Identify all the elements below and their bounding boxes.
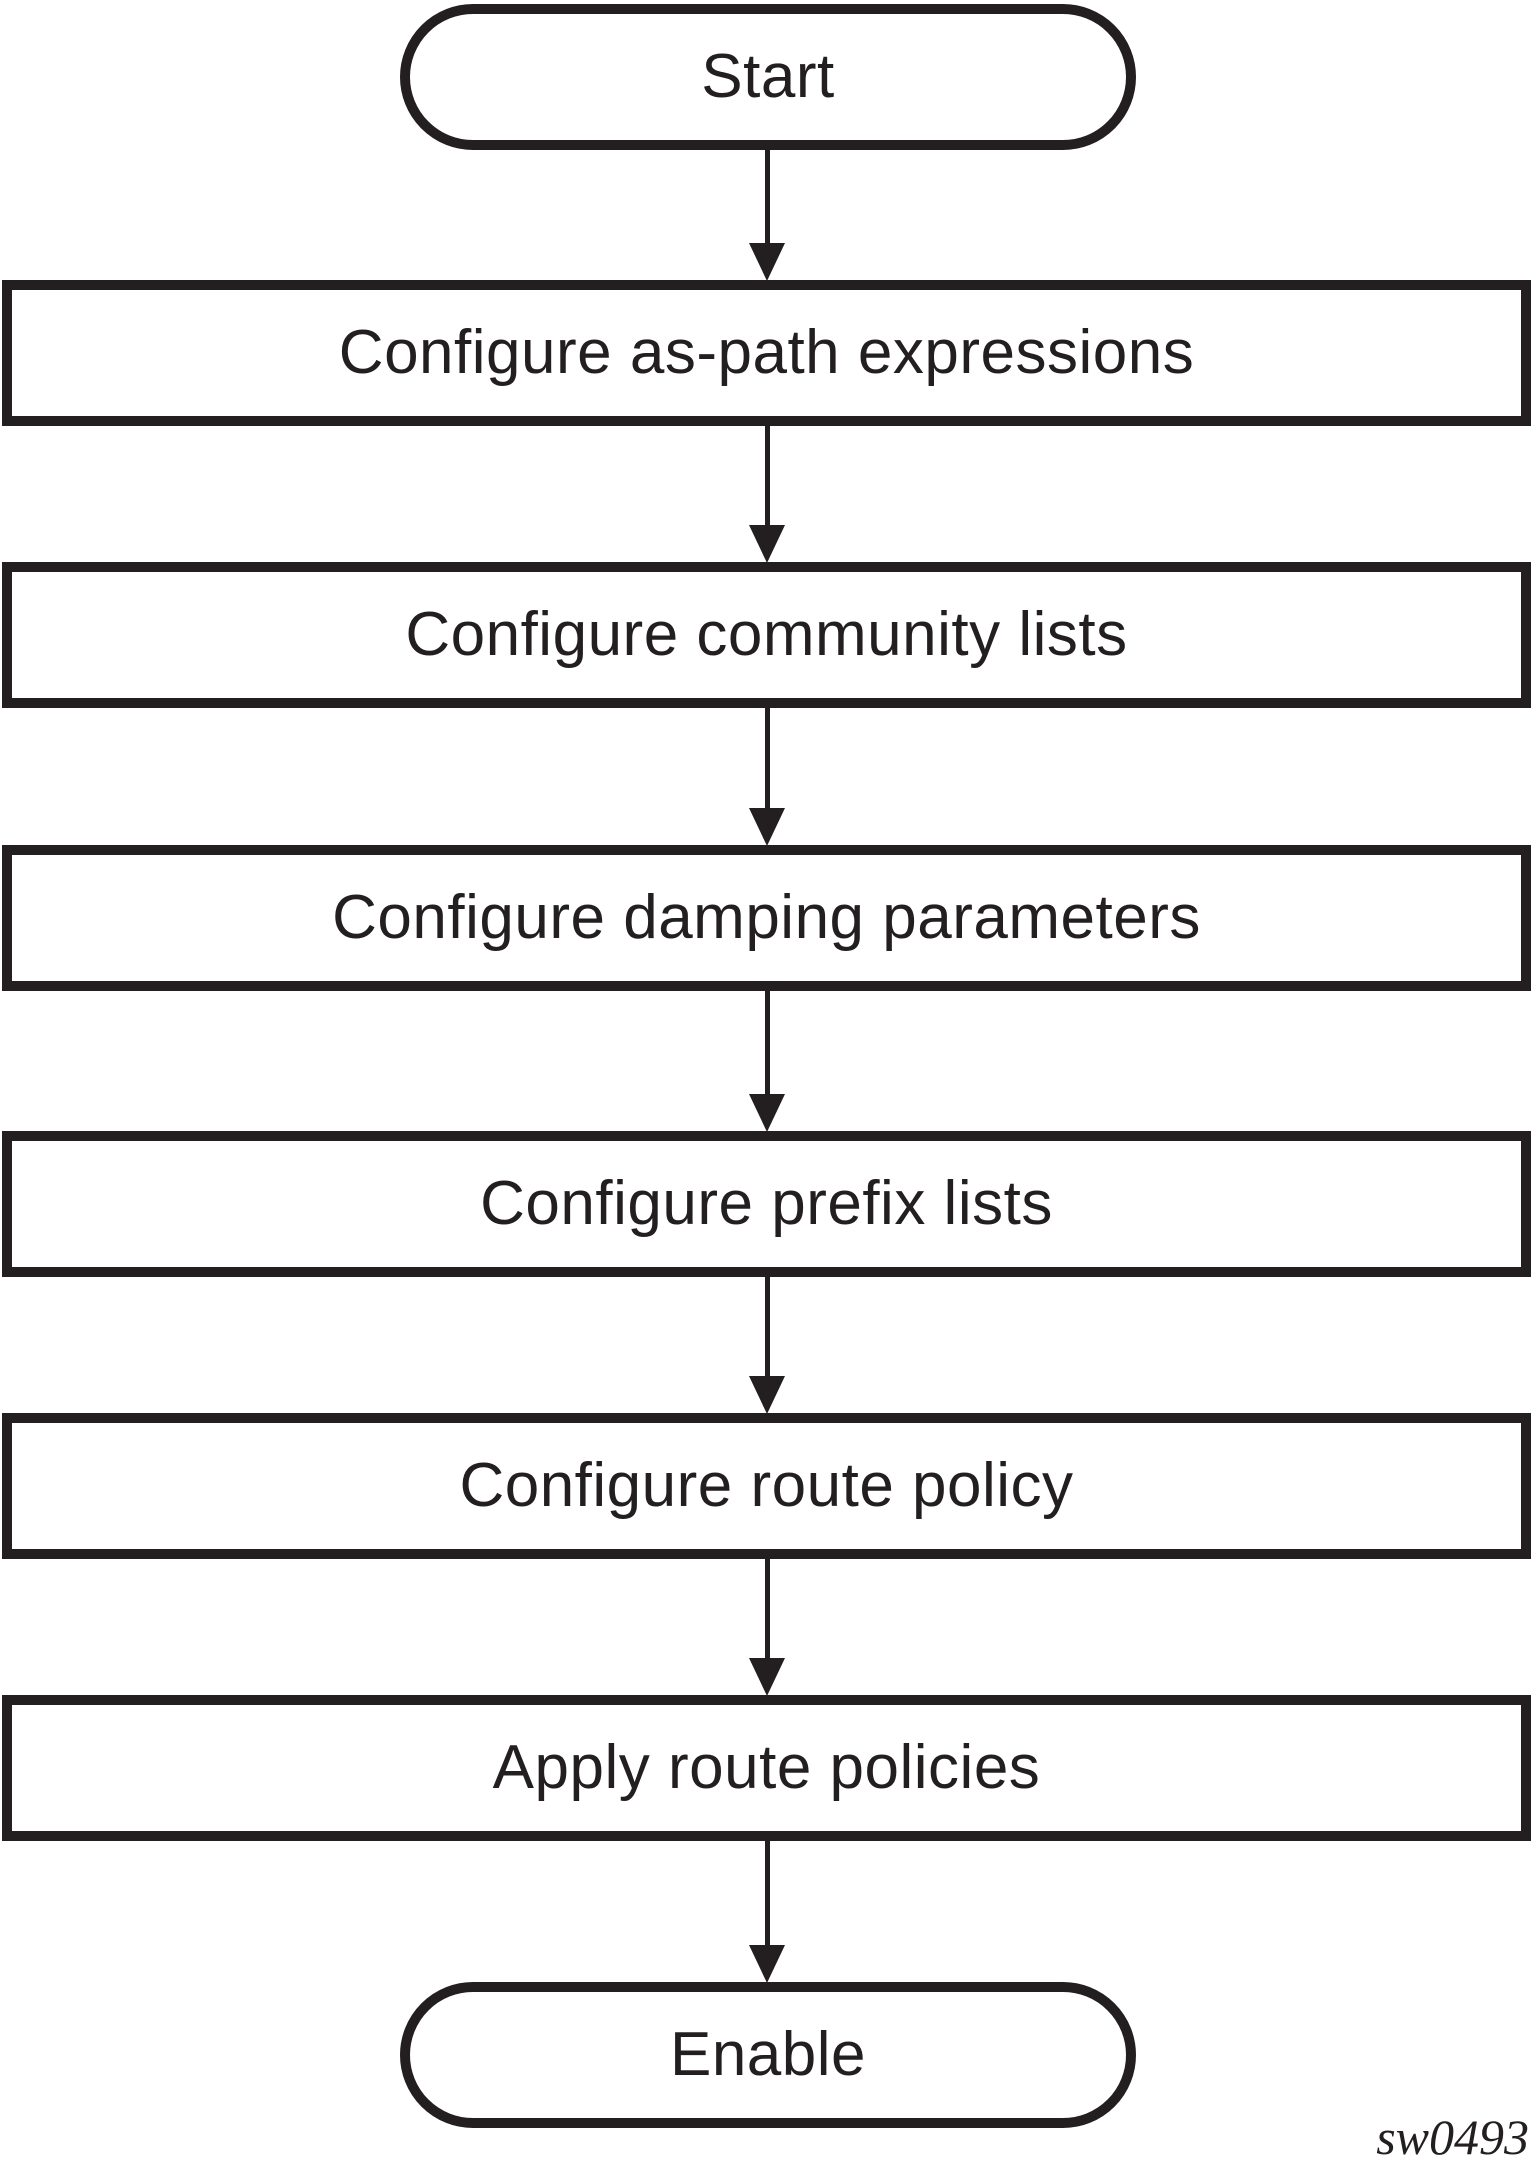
process-label: Configure as-path expressions [338,318,1195,387]
flow-node-configure-damping-parameters: Configure damping parameters [2,845,1531,991]
process-label: Apply route policies [492,1733,1041,1802]
flow-arrow [749,1840,785,1983]
arrow-line [765,1558,770,1662]
flow-arrow [749,1558,785,1696]
flow-node-enable-label: Enable [669,2020,867,2089]
process-label: Configure prefix lists [480,1169,1053,1238]
flow-arrow [749,990,785,1132]
process-label: Configure community lists [405,600,1128,669]
figure-id-caption: sw0493 [1376,2109,1529,2165]
arrow-line [765,1276,770,1380]
arrow-line [765,147,770,247]
flow-arrow [749,1276,785,1414]
flow-node-configure-route-policy: Configure route policy [2,1413,1531,1559]
arrow-line [765,1840,770,1949]
arrow-down-icon [749,1376,785,1414]
arrow-down-icon [749,1945,785,1983]
flow-arrow [749,147,785,281]
arrow-down-icon [749,243,785,281]
flow-arrow [749,425,785,563]
arrow-line [765,425,770,529]
process-label: Configure route policy [459,1451,1074,1520]
arrow-down-icon [749,808,785,846]
flow-node-configure-community-lists: Configure community lists [2,562,1531,708]
arrow-line [765,707,770,812]
flow-node-configure-prefix-lists: Configure prefix lists [2,1131,1531,1277]
flow-node-apply-route-policies: Apply route policies [2,1695,1531,1841]
flow-node-configure-as-path-expressions: Configure as-path expressions [2,280,1531,426]
arrow-down-icon [749,525,785,563]
arrow-down-icon [749,1094,785,1132]
flow-arrow [749,707,785,846]
flow-node-enable: Enable [400,1982,1136,2128]
arrow-down-icon [749,1658,785,1696]
arrow-line [765,990,770,1098]
flow-node-start-label: Start [701,42,835,111]
process-label: Configure damping parameters [332,883,1201,952]
flow-node-start: Start [400,4,1136,150]
